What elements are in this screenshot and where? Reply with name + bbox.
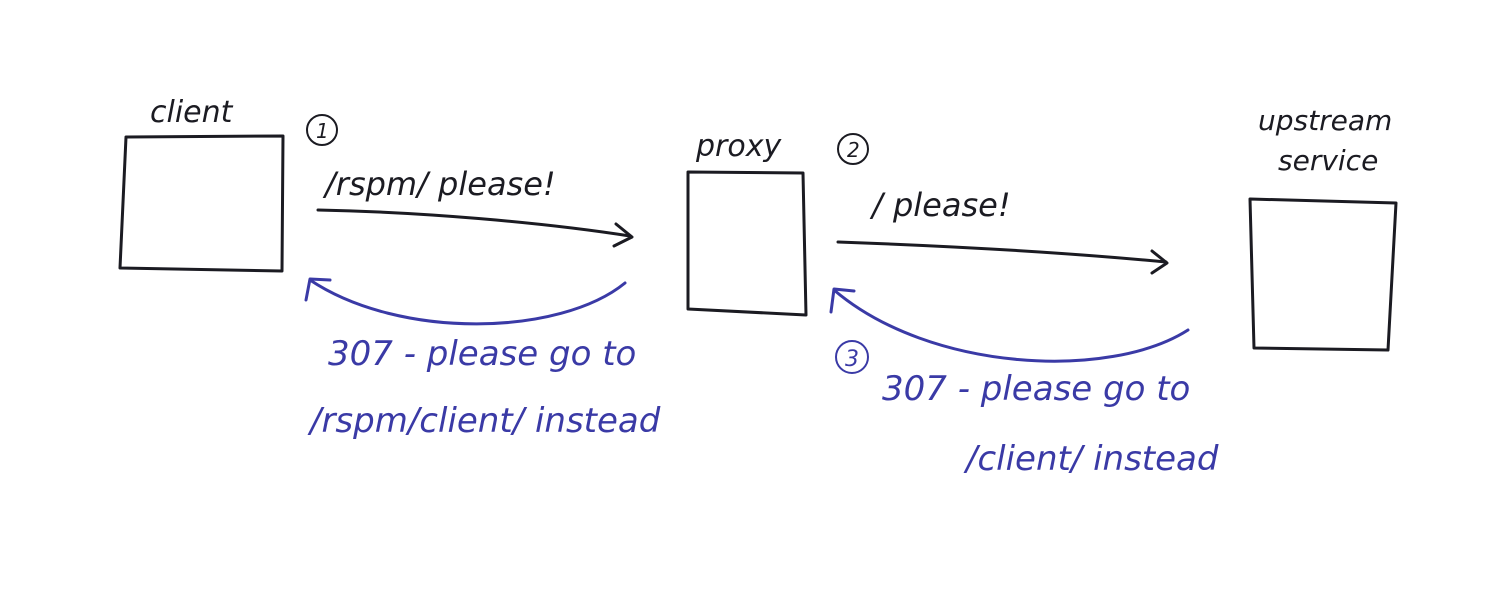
step2-number: 2 bbox=[847, 138, 860, 162]
redirect-proxy-to-client: 307 - please go to /rspm/client/ instead bbox=[304, 277, 661, 441]
redirect2-arrow-curve bbox=[832, 288, 1190, 363]
proxy-box bbox=[686, 170, 808, 317]
step2-label: / please! bbox=[869, 186, 1011, 224]
redirect1-arrow-curve bbox=[308, 278, 627, 326]
client-node: client bbox=[118, 95, 285, 273]
step1-number: 1 bbox=[316, 119, 329, 143]
client-box bbox=[118, 134, 285, 273]
step2-arrow-line bbox=[836, 240, 1168, 264]
step2-badge bbox=[837, 133, 869, 165]
step1-badge bbox=[306, 114, 338, 146]
redirect1-arrowhead bbox=[304, 277, 332, 302]
proxy-label: proxy bbox=[695, 129, 782, 164]
redirect2-line2: /client/ instead bbox=[963, 439, 1219, 479]
proxy-node: proxy bbox=[686, 129, 808, 317]
upstream-label-line2: service bbox=[1278, 144, 1378, 177]
step1-arrow-line bbox=[316, 208, 632, 238]
redirect1-line2: /rspm/client/ instead bbox=[307, 401, 661, 441]
redirect2-line1: 307 - please go to bbox=[882, 369, 1190, 409]
upstream-box bbox=[1248, 197, 1398, 352]
redirect1-line1: 307 - please go to bbox=[328, 334, 636, 374]
step1-label: /rspm/ please! bbox=[322, 165, 556, 203]
upstream-label-line1: upstream bbox=[1258, 104, 1392, 137]
step3-number: 3 bbox=[845, 347, 859, 372]
step1-arrowhead bbox=[612, 222, 634, 248]
client-label: client bbox=[150, 95, 234, 130]
step3-badge bbox=[835, 340, 869, 374]
redirect-upstream-to-proxy: 3 307 - please go to /client/ instead bbox=[829, 287, 1219, 479]
step1-request: 1 /rspm/ please! bbox=[306, 114, 634, 248]
redirect2-arrowhead bbox=[829, 287, 856, 314]
step2-request: 2 / please! bbox=[836, 133, 1169, 275]
upstream-node: upstream service bbox=[1248, 104, 1398, 352]
step2-arrowhead bbox=[1150, 249, 1169, 275]
